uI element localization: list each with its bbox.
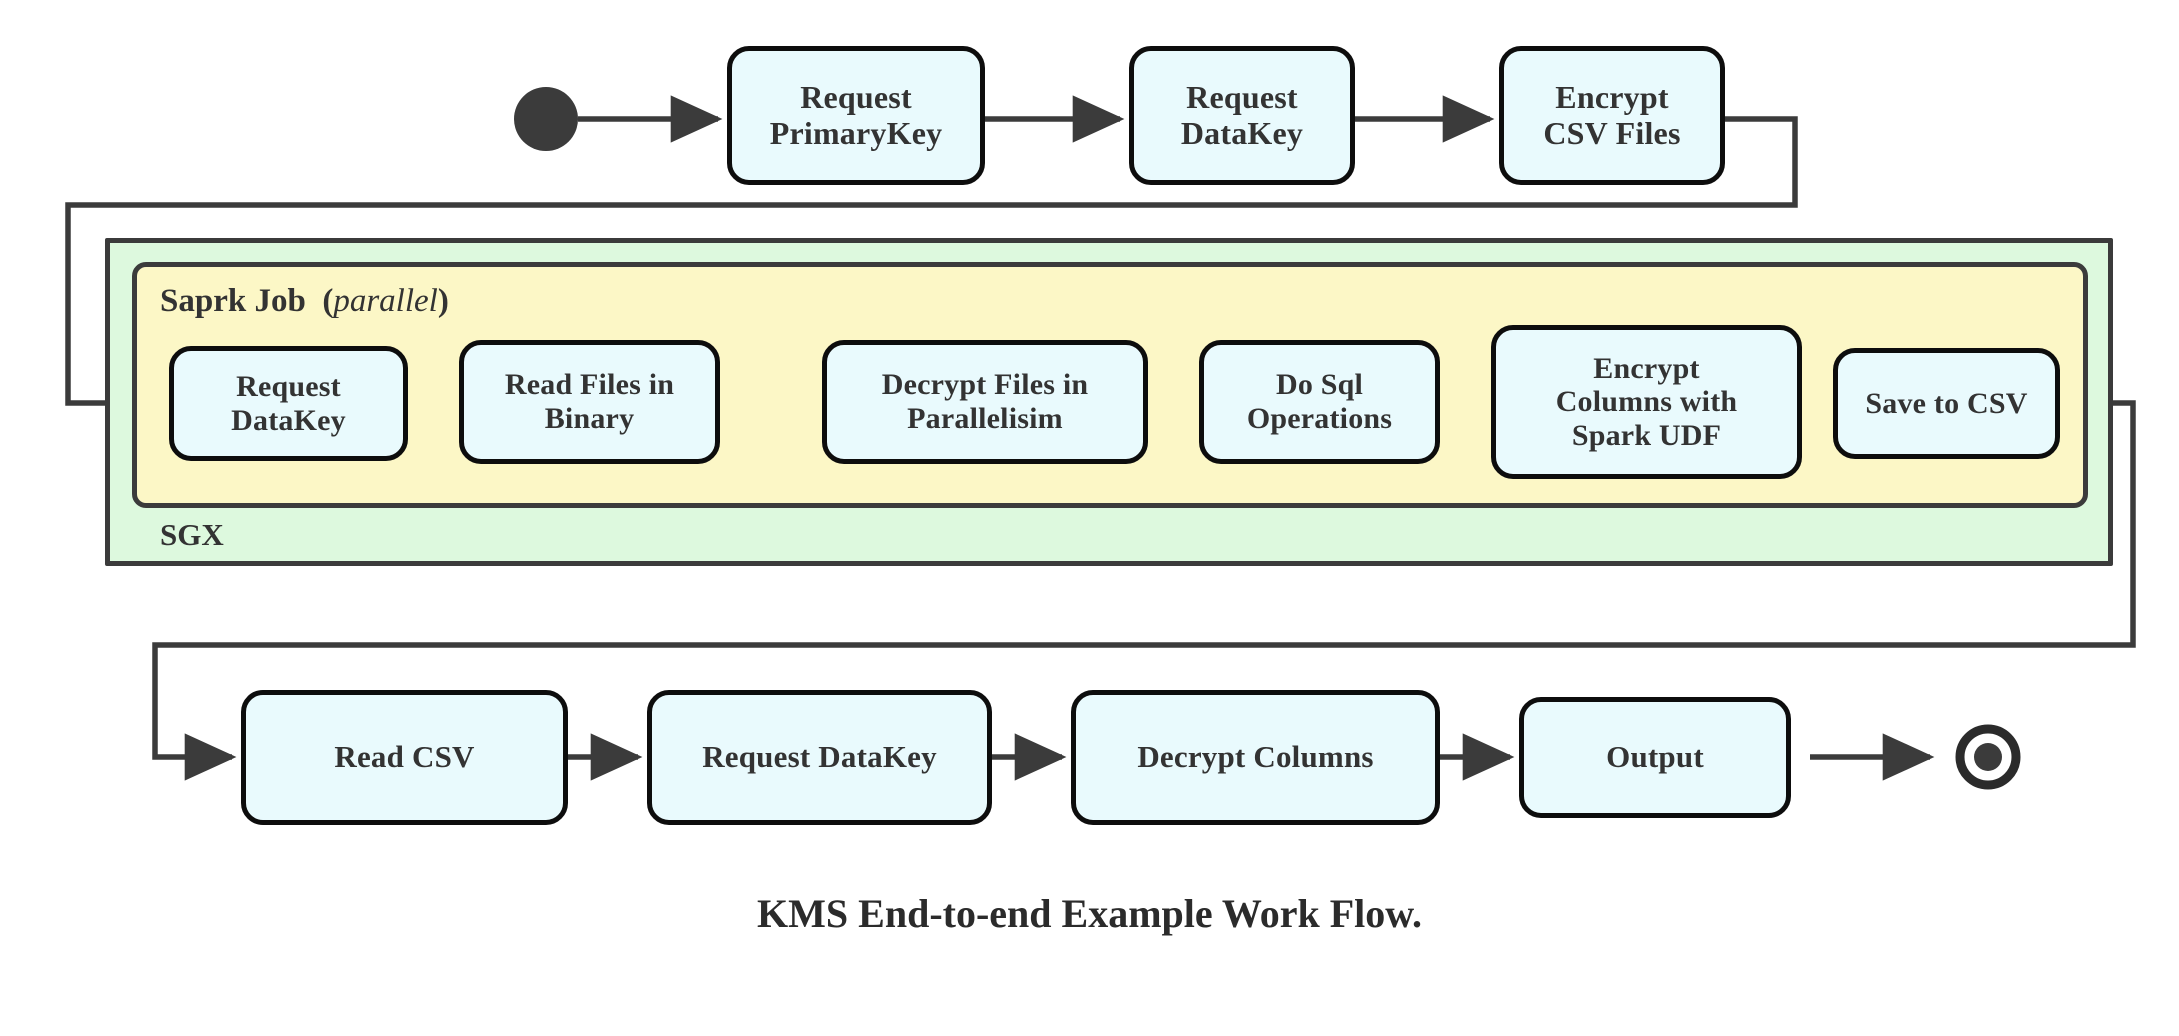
node-line: Binary (544, 402, 635, 435)
edge-save-to-csv-to-read-csv (152, 400, 2136, 781)
node-read-files-in-binary[interactable]: Read Files in Binary (459, 340, 720, 464)
node-do-sql-operations[interactable]: Do Sql Operations (1199, 340, 1440, 464)
edge-encrypt-csv-files-to-spark-request-datakey (65, 116, 1798, 427)
node-line: Read CSV (334, 739, 475, 775)
node-save-to-csv[interactable]: Save to CSV (1833, 348, 2060, 459)
node-encrypt-columns-with-spark-udf[interactable]: Encrypt Columns with Spark UDF (1491, 325, 1802, 479)
node-line: Encrypt (1593, 351, 1700, 385)
node-line: Output (1606, 739, 1704, 775)
node-line: Request DataKey (702, 739, 937, 775)
node-line: Request (1186, 78, 1298, 115)
node-line: Encrypt (1555, 78, 1669, 115)
node-line: Spark UDF (1571, 418, 1722, 452)
start-node (514, 87, 578, 151)
node-decrypt-columns[interactable]: Decrypt Columns (1071, 690, 1440, 825)
node-line: DataKey (231, 403, 346, 437)
node-line: Decrypt Columns (1137, 739, 1374, 775)
spark-job-label: Saprk Job (parallel) (160, 283, 449, 319)
node-request-datakey-spark[interactable]: Request DataKey (169, 346, 408, 461)
node-request-datakey-bottom[interactable]: Request DataKey (647, 690, 992, 825)
node-line: Columns with (1555, 385, 1738, 419)
node-line: CSV Files (1543, 114, 1681, 151)
node-line: Operations (1246, 402, 1393, 435)
node-request-datakey-top[interactable]: Request DataKey (1129, 46, 1355, 185)
node-line: Parallelisim (907, 402, 1063, 435)
node-line: Decrypt Files in (881, 368, 1089, 402)
spark-job-label-text: Saprk Job (160, 283, 306, 319)
node-line: PrimaryKey (769, 114, 943, 151)
node-encrypt-csv-files[interactable]: Encrypt CSV Files (1499, 46, 1725, 185)
node-line: Save to CSV (1865, 386, 2028, 420)
node-decrypt-files-in-parallelisim[interactable]: Decrypt Files in Parallelisim (822, 340, 1148, 464)
node-read-csv[interactable]: Read CSV (241, 690, 568, 825)
node-line: DataKey (1180, 114, 1304, 151)
node-line: Request (236, 369, 341, 403)
spark-job-label-suffix: parallel (333, 283, 438, 319)
node-line: Request (800, 78, 912, 115)
sgx-label: SGX (160, 517, 224, 553)
sgx-label-text: SGX (160, 517, 224, 552)
diagram-caption: KMS End-to-end Example Work Flow. (757, 891, 1422, 936)
end-node-dot (1974, 743, 2002, 771)
node-line: Read Files in (504, 368, 675, 402)
node-output[interactable]: Output (1519, 697, 1791, 818)
node-line: Do Sql (1275, 368, 1364, 402)
node-request-primarykey[interactable]: Request PrimaryKey (727, 46, 985, 185)
